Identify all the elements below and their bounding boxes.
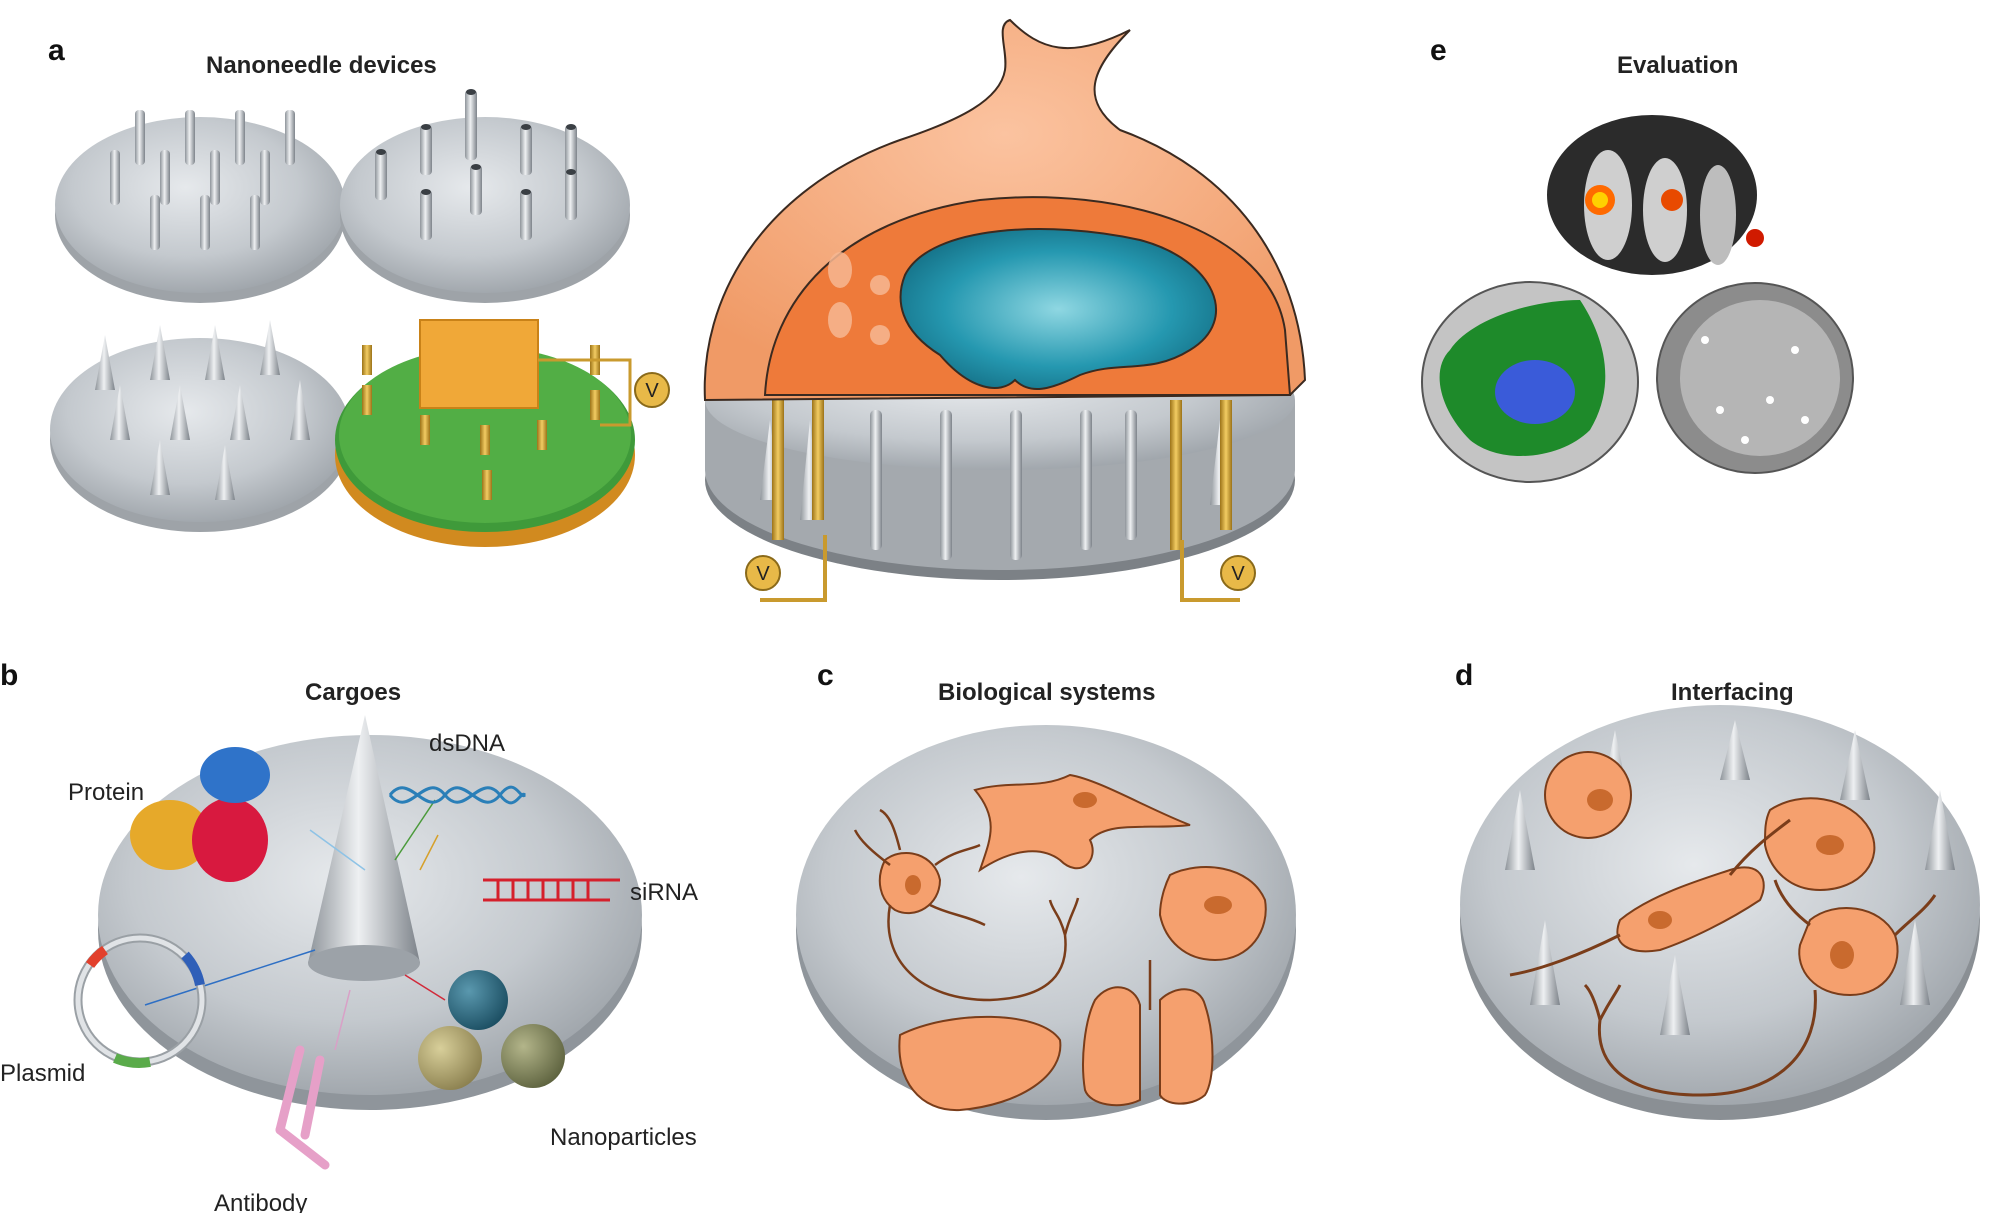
amoeboid-cell bbox=[1158, 866, 1267, 962]
panel-d-letter: d bbox=[1455, 659, 1473, 692]
voltmeter-left-icon bbox=[745, 555, 781, 591]
protein-label: Protein bbox=[68, 779, 144, 806]
nanoneedle-disc-electrode: V bbox=[335, 319, 670, 547]
elongated-neuron bbox=[1616, 866, 1765, 953]
dsdna-icon bbox=[388, 785, 527, 805]
sirna-label: siRNA bbox=[630, 879, 698, 906]
panel-c-letter: c bbox=[817, 659, 834, 692]
lung-left bbox=[1082, 986, 1141, 1107]
antibody-label: Antibody bbox=[214, 1190, 307, 1213]
protein-icon bbox=[130, 747, 270, 882]
nanoneedle-disc-cones bbox=[50, 320, 350, 532]
electron-micrograph-circle bbox=[1656, 282, 1854, 474]
plasmid-label: Plasmid bbox=[0, 1060, 85, 1087]
panel-b-letter: b bbox=[0, 659, 18, 692]
nanoparticles-label: Nanoparticles bbox=[550, 1124, 697, 1151]
central-cell-illustration: V V bbox=[703, 18, 1307, 602]
fluorescent-cell-circle bbox=[1421, 281, 1639, 483]
fibroblast-cell bbox=[973, 773, 1191, 873]
panel-e: e Evaluation bbox=[1421, 34, 1854, 483]
lung-right bbox=[1159, 988, 1214, 1105]
panel-a-letter: a bbox=[48, 34, 65, 67]
voltmeter-label: V bbox=[645, 380, 659, 402]
voltmeter-icon bbox=[634, 372, 670, 408]
panel-b: b Cargoes Protein dsDNA bbox=[0, 659, 698, 1213]
round-cell bbox=[1544, 751, 1632, 839]
liver-organ bbox=[898, 1015, 1062, 1112]
panel-c-title: Biological systems bbox=[938, 679, 1155, 706]
panel-c: c Biological systems bbox=[796, 659, 1296, 1120]
panel-b-title: Cargoes bbox=[305, 679, 401, 706]
panel-e-letter: e bbox=[1430, 34, 1447, 67]
plasmid-icon bbox=[73, 933, 207, 1068]
panel-d: d Interfacing bbox=[1455, 659, 1980, 1120]
panel-a-title: Nanoneedle devices bbox=[206, 52, 437, 79]
nanoneedle-disc-pillars bbox=[55, 110, 345, 303]
voltmeter-right-icon bbox=[1220, 555, 1256, 591]
panel-e-title: Evaluation bbox=[1617, 52, 1738, 79]
dsdna-label: dsDNA bbox=[429, 730, 505, 757]
sirna-icon bbox=[483, 878, 620, 902]
mouse-imaging-circle bbox=[1547, 115, 1764, 275]
nanoneedle-disc-tubes bbox=[340, 89, 630, 303]
panel-d-title: Interfacing bbox=[1671, 679, 1794, 706]
voltmeter-right-label: V bbox=[1231, 563, 1245, 585]
voltmeter-left-label: V bbox=[756, 563, 770, 585]
antibody-icon bbox=[275, 1045, 330, 1170]
panel-a: a Nanoneedle devices bbox=[48, 34, 670, 547]
nanoparticles-icon bbox=[418, 970, 565, 1090]
